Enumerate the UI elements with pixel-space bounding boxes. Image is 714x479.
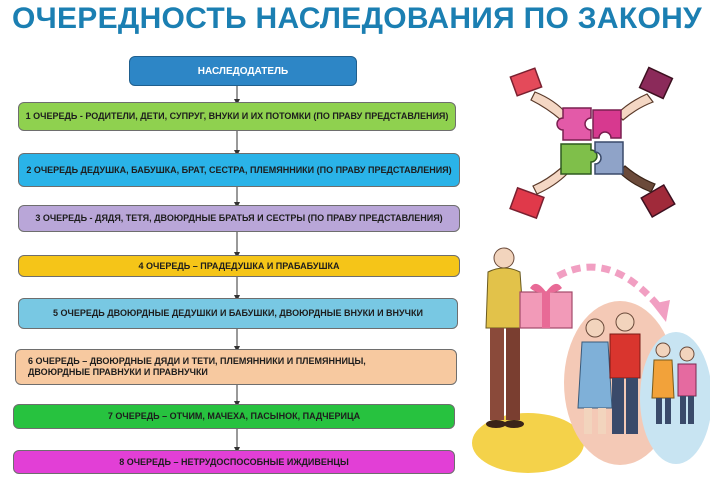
queue-5-box: 5 ОЧЕРЕДЬ ДВОЮРДНЫЕ ДЕДУШКИ И БАБУШКИ, Д…	[18, 298, 458, 329]
page-title: ОЧЕРЕДНОСТЬ НАСЛЕДОВАНИЯ ПО ЗАКОНУ	[11, 2, 703, 35]
queue-4-box: 4 ОЧЕРЕДЬ – ПРАДЕДУШКА И ПРАБАБУШКА	[18, 255, 460, 277]
queue-1-box: 1 ОЧЕРЕДЬ - РОДИТЕЛИ, ДЕТИ, СУПРУГ, ВНУК…	[18, 102, 456, 131]
family-gift-icon	[472, 247, 710, 473]
queue-6-box: 6 ОЧЕРЕДЬ – ДВОЮРДНЫЕ ДЯДИ И ТЕТИ, ПЛЕМЯ…	[15, 349, 457, 385]
queue-2-box: 2 ОЧЕРЕДЬ ДЕДУШКА, БАБУШКА, БРАТ, СЕСТРА…	[18, 153, 460, 187]
puzzle-hands-icon	[509, 66, 676, 220]
queue-7-box: 7 ОЧЕРЕДЬ – ОТЧИМ, МАЧЕХА, ПАСЫНОК, ПАДЧ…	[13, 404, 455, 429]
queue-8-box: 8 ОЧЕРЕДЬ – НЕТРУДОСПОСОБНЫЕ ИЖДИВЕНЦЫ	[13, 450, 455, 474]
queue-3-box: 3 ОЧЕРЕДЬ - ДЯДЯ, ТЕТЯ, ДВОЮРДНЫЕ БРАТЬЯ…	[18, 205, 460, 232]
testator-box: НАСЛЕДОДАТЕЛЬ	[129, 56, 357, 86]
